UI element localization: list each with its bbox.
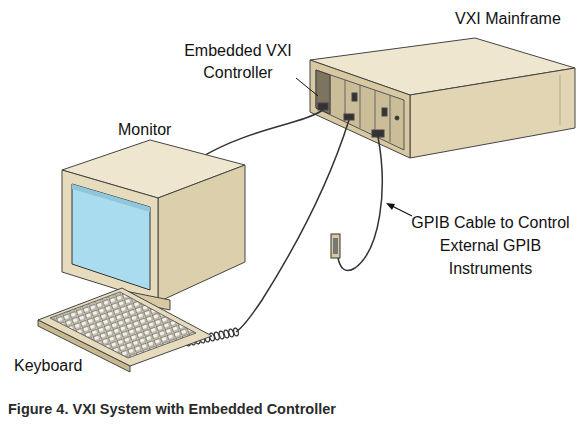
keyboard-port (344, 114, 354, 120)
mainframe-label: VXI Mainframe (455, 8, 575, 30)
controller-label: Embedded VXI Controller (178, 40, 298, 84)
cable-label: GPIB Cable to Control External GPIB Inst… (408, 211, 573, 280)
monitor (62, 140, 245, 310)
gpib-cable (338, 137, 382, 270)
leader-line (296, 78, 318, 96)
vxi-mainframe (310, 38, 575, 158)
gpib-connector (331, 234, 340, 258)
keyboard-label: Keyboard (14, 355, 104, 377)
arrowhead (386, 203, 395, 210)
video-port (318, 103, 328, 110)
monitor-cable (200, 110, 323, 158)
figure-caption: Figure 4. VXI System with Embedded Contr… (8, 401, 336, 417)
leader-line (392, 206, 412, 216)
keyboard-cable (236, 120, 349, 332)
gpib-port (372, 130, 384, 137)
monitor-label: Monitor (118, 119, 198, 141)
